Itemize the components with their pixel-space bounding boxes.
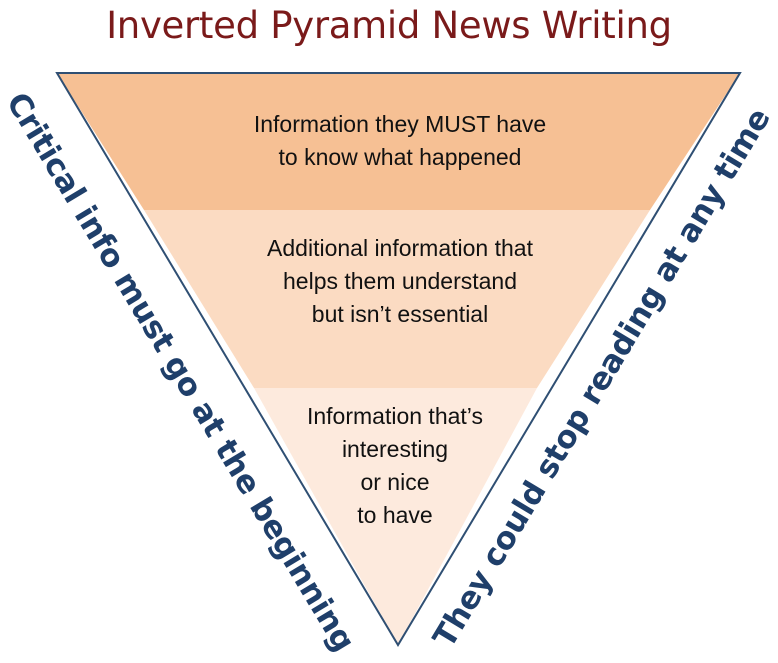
tier-middle-line: Additional information that [267, 235, 533, 261]
tier-top-shape [57, 73, 740, 210]
tier-bottom-line: interesting [341, 436, 449, 462]
pyramid-outline [55, 72, 742, 647]
tier-middle-text: Additional information that helps them u… [200, 232, 600, 331]
tier-middle-line: helps them understand [283, 268, 517, 294]
tier-top-text: Information they MUST have to know what … [150, 108, 650, 174]
tier-middle-shape [144, 210, 650, 388]
tier-bottom-text: Information that’s interesting or nice t… [270, 400, 520, 532]
tier-bottom-line: to have [357, 502, 433, 528]
diagram-title: Inverted Pyramid News Writing [106, 4, 672, 47]
tier-top-line: to know what happened [278, 144, 522, 170]
tier-middle-line: but isn’t essential [311, 301, 489, 327]
tier-top-line: Information they MUST have [253, 111, 547, 137]
tier-bottom-shape [254, 388, 537, 645]
tier-bottom-line: Information that’s [306, 403, 483, 429]
tier-bottom-line: or nice [360, 469, 430, 495]
